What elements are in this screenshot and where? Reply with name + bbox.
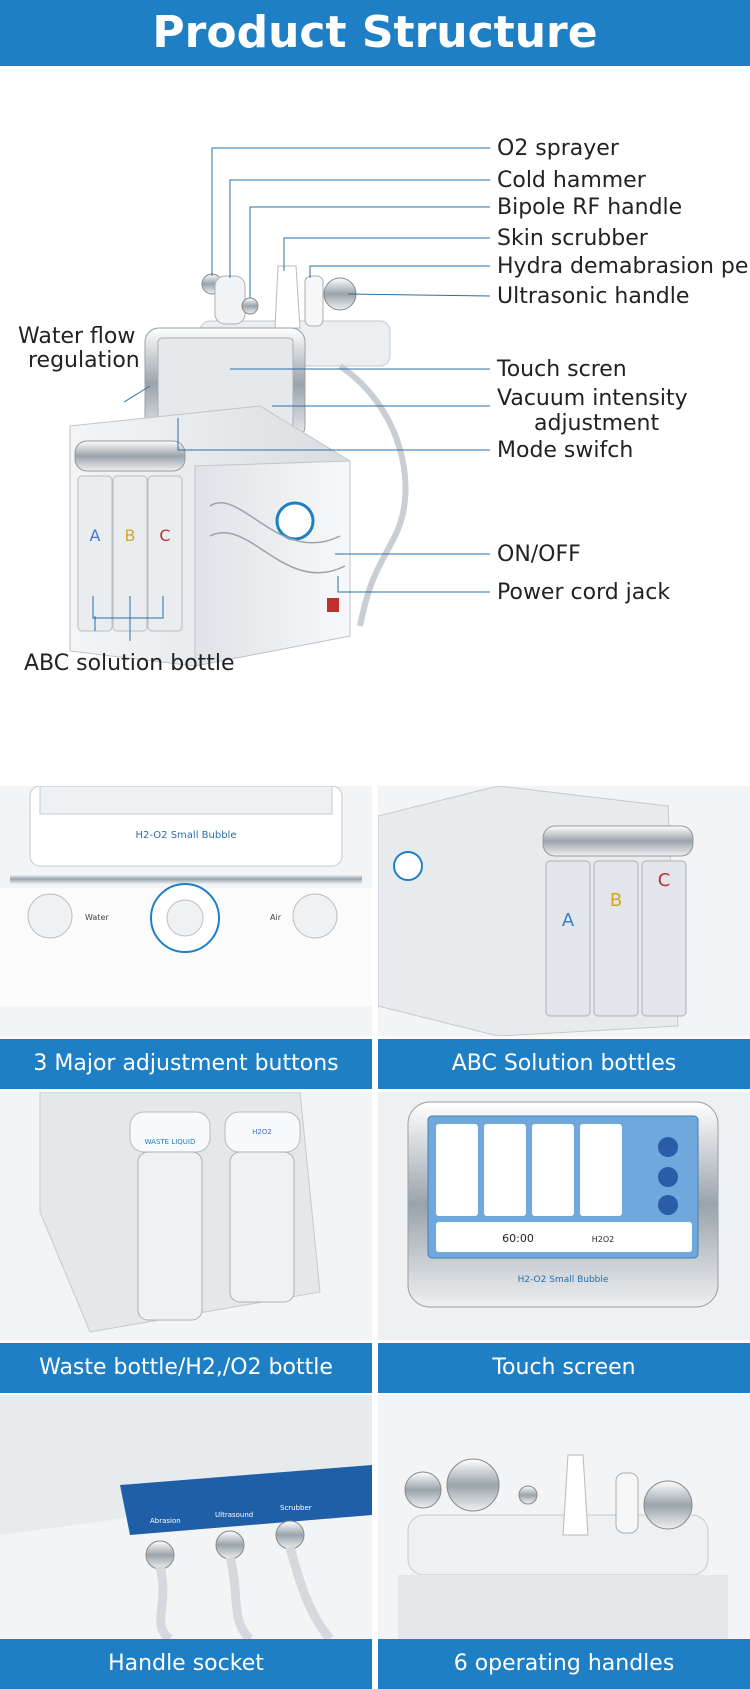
- logo-badge: [275, 501, 315, 541]
- device-side-panel: [194, 460, 351, 667]
- label-vacuum-adjustment: adjustment: [534, 411, 660, 436]
- caption-adjustment-buttons: 3 Major adjustment buttons: [0, 1039, 372, 1089]
- photo-operating-handles: [378, 1395, 750, 1639]
- h2o2-label: H2O2: [252, 1128, 272, 1136]
- label-skin-scrubber: Skin scrubber: [497, 226, 648, 251]
- caption-handle-socket: Handle socket: [0, 1639, 372, 1689]
- photo-bottle-a: A: [562, 910, 575, 931]
- label-vacuum-intensity: Vacuum intensity: [497, 386, 688, 411]
- cold-hammer-head: [214, 275, 246, 325]
- label-touch-screen: Touch scren: [497, 357, 627, 382]
- label-bipole-rf-handle: Bipole RF handle: [497, 195, 683, 220]
- bottle-a-letter: A: [90, 526, 101, 545]
- device-illustration: A B C: [69, 147, 491, 667]
- leader-lines: [92, 147, 491, 641]
- hydra-pen-body: [304, 275, 324, 327]
- label-abc-solution-bottle: ABC solution bottle: [24, 651, 235, 676]
- header-banner: Product Structure: [0, 0, 750, 66]
- decor-wave: [209, 502, 341, 544]
- bottle-c: [147, 475, 183, 632]
- panel-brand-text: H2-O2 Small Bubble: [136, 830, 237, 841]
- bottle-c-letter: C: [159, 526, 170, 545]
- bottle-a: [77, 475, 113, 632]
- caption-operating-handles: 6 operating handles: [378, 1639, 750, 1689]
- air-label: Air: [270, 913, 282, 922]
- photo-touch-screen: 60:00 H2O2 H2-O2 Small Bubble: [378, 1092, 750, 1340]
- label-hydra-pen: Hydra demabrasion pen: [497, 254, 750, 279]
- photo-bottle-b: B: [610, 890, 622, 911]
- caption-waste-bottle: Waste bottle/H2,/O2 bottle: [0, 1343, 372, 1393]
- screen-brand: H2-O2 Small Bubble: [518, 1275, 609, 1285]
- bottle-button-bar: [74, 440, 186, 472]
- water-knob: [27, 893, 73, 939]
- bottle-b-letter: B: [125, 526, 136, 545]
- photo-bottle-c: C: [658, 870, 671, 891]
- label-power-cord-jack: Power cord jack: [497, 580, 671, 605]
- bipole-rf-head: [241, 297, 259, 315]
- socket-ultrasound: Ultrasound: [215, 1511, 253, 1519]
- caption-abc-bottles: ABC Solution bottles: [378, 1039, 750, 1089]
- socket-scrubber: Scrubber: [280, 1504, 312, 1512]
- handle-cables: [338, 363, 409, 627]
- socket-abrasion: Abrasion: [150, 1517, 181, 1525]
- photo-handle-socket: Abrasion Ultrasound Scrubber: [0, 1395, 372, 1639]
- skin-scrubber-blade: [274, 265, 301, 329]
- waste-liquid-label: WASTE LIQUID: [145, 1138, 196, 1146]
- decor-wave: [209, 532, 346, 574]
- power-switch: [327, 598, 339, 612]
- label-cold-hammer: Cold hammer: [497, 168, 646, 193]
- air-knob: [292, 893, 338, 939]
- screen-timer: 60:00: [502, 1232, 534, 1245]
- water-label: Water: [85, 913, 109, 922]
- feature-gallery: H2-O2 Small Bubble Water Air A B C 3 Maj…: [0, 786, 750, 1689]
- photo-waste-bottle: WASTE LIQUID H2O2: [0, 1092, 372, 1340]
- photo-abc-bottles: A B C: [378, 786, 750, 1036]
- label-water-flow-2: regulation: [28, 348, 140, 373]
- label-on-off: ON/OFF: [497, 542, 581, 567]
- label-ultrasonic-handle: Ultrasonic handle: [497, 284, 690, 309]
- structure-diagram: A B C O2 sprayer Cold hammer Bipole RF h: [0, 66, 750, 766]
- caption-touch-screen: Touch screen: [378, 1343, 750, 1393]
- screen-h2o2-button: H2O2: [592, 1235, 615, 1244]
- label-water-flow: Water flow: [18, 324, 136, 349]
- page-title: Product Structure: [152, 7, 598, 58]
- photo-adjustment-buttons: H2-O2 Small Bubble Water Air: [0, 786, 372, 1036]
- label-o2-sprayer: O2 sprayer: [497, 136, 619, 161]
- label-mode-switch: Mode swifch: [497, 438, 634, 463]
